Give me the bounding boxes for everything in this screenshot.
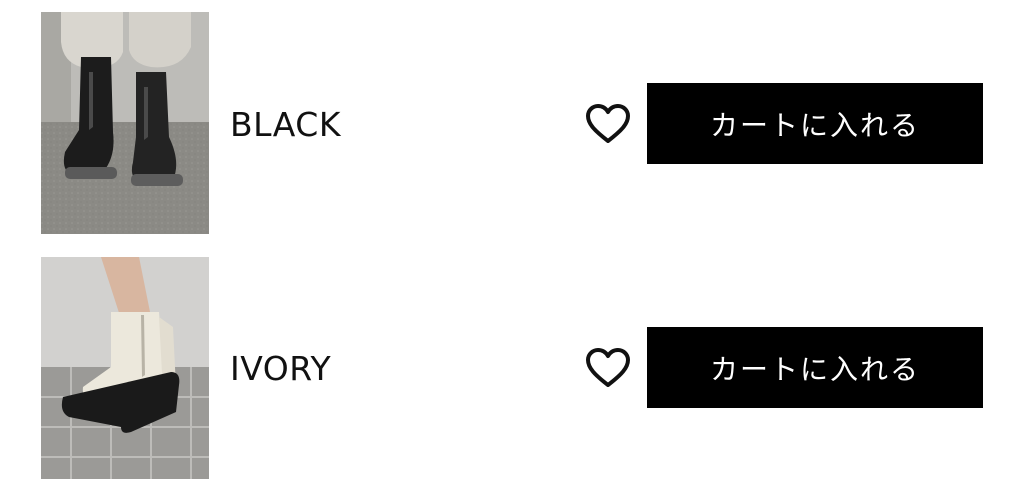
black-boots-photo [41, 12, 209, 234]
heart-outline-icon [586, 104, 630, 143]
favorite-button[interactable] [585, 103, 631, 145]
favorite-button[interactable] [585, 347, 631, 389]
variant-row-ivory: IVORY カートに入れる [0, 244, 1024, 487]
add-to-cart-button[interactable]: カートに入れる [647, 327, 983, 408]
variant-color-label: BLACK [230, 105, 341, 144]
heart-outline-icon [586, 348, 630, 387]
add-to-cart-button[interactable]: カートに入れる [647, 83, 983, 164]
ivory-boots-photo [41, 257, 209, 479]
variant-color-label: IVORY [230, 349, 332, 388]
product-thumbnail-black[interactable] [41, 12, 209, 234]
product-thumbnail-ivory[interactable] [41, 257, 209, 479]
variant-row-black: BLACK カートに入れる [41, 12, 983, 234]
